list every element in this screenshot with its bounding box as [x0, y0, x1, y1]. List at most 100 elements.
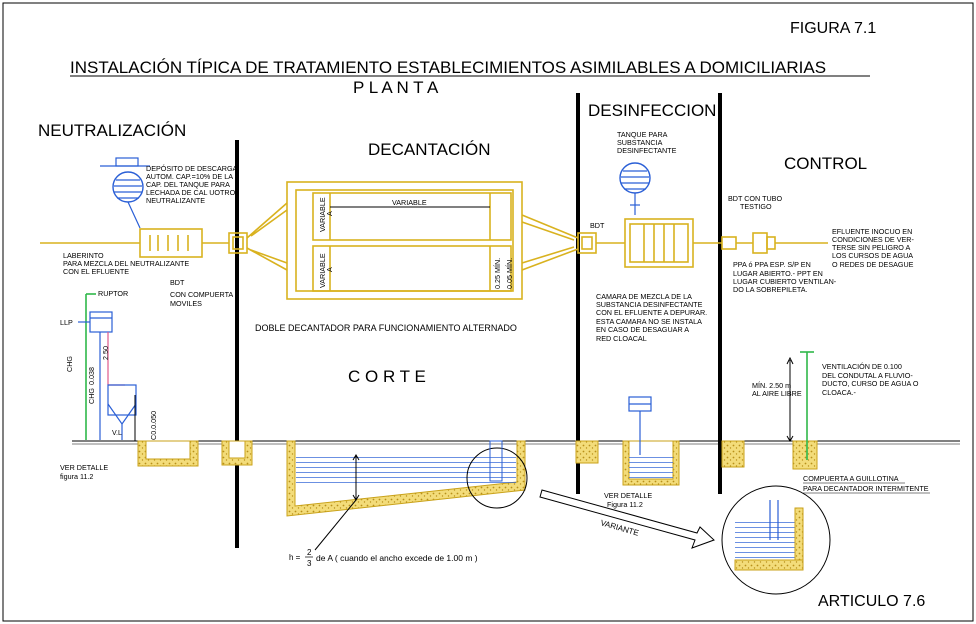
- svg-text:LECHADA DE CAL UOTRO: LECHADA DE CAL UOTRO: [146, 188, 236, 197]
- svg-text:CAMARA DE MEZCLA DE LA: CAMARA DE MEZCLA DE LA: [596, 292, 692, 301]
- a1-label: A: [325, 211, 334, 216]
- svg-text:PPA ó PPA ESP. S/P EN: PPA ó PPA ESP. S/P EN: [733, 260, 811, 269]
- svg-text:h =: h =: [289, 553, 301, 562]
- variable-top-label: VARIABLE: [392, 198, 427, 207]
- chg-label-1: CHG: [65, 356, 74, 372]
- compuerta-note: COMPUERTA A GUILLOTINA PARA DECANTADOR I…: [803, 474, 930, 494]
- svg-text:DESINFECTANTE: DESINFECTANTE: [617, 146, 677, 155]
- min-025-label: 0.25 MÍN.: [493, 258, 502, 289]
- svg-text:DEPÓSITO DE DESCARGA: DEPÓSITO DE DESCARGA: [146, 164, 238, 173]
- section-control: CONTROL: [784, 154, 867, 173]
- svg-text:AUTOM. CAP.=10% DE LA: AUTOM. CAP.=10% DE LA: [146, 172, 233, 181]
- dim-250-label: 2.50: [101, 346, 110, 360]
- svg-text:de A ( cuando el ancho excede: de A ( cuando el ancho excede de 1.00 m …: [316, 553, 478, 563]
- svg-text:VER DETALLE: VER DETALLE: [604, 491, 652, 500]
- svg-text:TERSE SIN PELIGRO A: TERSE SIN PELIGRO A: [832, 243, 910, 252]
- bdt-box-1: [228, 232, 248, 254]
- section-desinfeccion: DESINFECCION: [588, 101, 716, 120]
- svg-text:RED CLOACAL: RED CLOACAL: [596, 334, 647, 343]
- chg-label-2: CHG: [87, 388, 96, 404]
- vl-label: V.L: [112, 430, 122, 437]
- mixing-chamber: [624, 218, 694, 268]
- deposito-note: DEPÓSITO DE DESCARGA AUTOM. CAP.=10% DE …: [146, 164, 238, 205]
- svg-text:SUBSTANCIA: SUBSTANCIA: [617, 138, 663, 147]
- svg-text:CON EL EFLUENTE A DEPURAR.: CON EL EFLUENTE A DEPURAR.: [596, 308, 707, 317]
- svg-text:PARA DECANTADOR INTERMITENTE: PARA DECANTADOR INTERMITENTE: [803, 484, 929, 493]
- svg-text:CON COMPUERTA: CON COMPUERTA: [170, 290, 233, 299]
- svg-text:DEL CONDUTAL A FLUVIO-: DEL CONDUTAL A FLUVIO-: [822, 371, 913, 380]
- svg-text:O REDES DE DESAGUE: O REDES DE DESAGUE: [832, 260, 914, 269]
- decanter-frame: [286, 181, 523, 300]
- section-neutralizacion: NEUTRALIZACIÓN: [38, 121, 186, 140]
- section-decantacion: DECANTACIÓN: [368, 140, 490, 159]
- svg-text:ESTA CAMARA NO SE INSTALA: ESTA CAMARA NO SE INSTALA: [596, 317, 702, 326]
- svg-text:BDT CON TUBO: BDT CON TUBO: [728, 194, 782, 203]
- svg-text:3: 3: [307, 559, 312, 568]
- figure-number: FIGURA 7.1: [790, 20, 876, 37]
- ventilacion-note: VENTILACIÓN DE 0.100 DEL CONDUTAL A FLUV…: [822, 362, 919, 397]
- llp-label: LLP: [60, 318, 73, 327]
- svg-text:PARA MEZCLA DEL NEUTRALIZANTE: PARA MEZCLA DEL NEUTRALIZANTE: [63, 259, 189, 268]
- svg-text:VENTILACIÓN DE 0.100: VENTILACIÓN DE 0.100: [822, 362, 902, 371]
- variable-v1-label: VARIABLE: [318, 197, 327, 232]
- camara-note: CAMARA DE MEZCLA DE LA SUBSTANCIA DESINF…: [596, 292, 707, 343]
- svg-text:Figura 11.2: Figura 11.2: [607, 500, 643, 509]
- svg-text:LABERINTO: LABERINTO: [63, 251, 104, 260]
- ppa-note: PPA ó PPA ESP. S/P EN LUGAR ABIERTO.- PP…: [733, 260, 837, 294]
- planta-heading: P L A N T A: [353, 78, 439, 97]
- svg-text:CAP. DEL TANQUE PARA: CAP. DEL TANQUE PARA: [146, 180, 230, 189]
- svg-text:CLOACA.-: CLOACA.-: [822, 388, 857, 397]
- svg-text:DUCTO, CURSO DE AGUA O: DUCTO, CURSO DE AGUA O: [822, 379, 919, 388]
- ver-detalle-left: VER DETALLE figura 11.2: [60, 463, 108, 481]
- svg-text:LOS CURSOS DE AGUA: LOS CURSOS DE AGUA: [832, 251, 913, 260]
- bdt-box-2: [577, 232, 597, 254]
- control-pit: [721, 440, 745, 468]
- svg-text:COMPUERTA A GUILLOTINA: COMPUERTA A GUILLOTINA: [803, 474, 899, 483]
- dim-c0050-label: C0.0.050: [149, 411, 158, 440]
- formula-h: h = 2 3 de A ( cuando el ancho excede de…: [289, 548, 478, 568]
- svg-text:DO LA SOBREPILETA.: DO LA SOBREPILETA.: [733, 285, 808, 294]
- svg-text:LUGAR CUBIERTO VENTILAN-: LUGAR CUBIERTO VENTILAN-: [733, 277, 837, 286]
- detail-circle: [466, 447, 528, 509]
- svg-text:figura 11.2: figura 11.2: [60, 472, 93, 481]
- decanter-1: [312, 192, 512, 241]
- svg-text:2: 2: [307, 548, 312, 557]
- tanque-note: TANQUE PARA SUBSTANCIA DESINFECTANTE: [617, 130, 677, 155]
- decanter-water: [296, 455, 516, 485]
- min-aire-note: MÍN. 2.50 m AL AIRE LIBRE: [752, 381, 802, 398]
- svg-text:EN CASO DE DESAGUAR A: EN CASO DE DESAGUAR A: [596, 325, 689, 334]
- svg-text:MÍN. 2.50 m: MÍN. 2.50 m: [752, 381, 791, 390]
- svg-text:TESTIGO: TESTIGO: [740, 202, 772, 211]
- main-title: INSTALACIÓN TÍPICA DE TRATAMIENTO ESTABL…: [70, 58, 826, 77]
- bdt-desinfeccion-label: BDT: [590, 221, 605, 230]
- efluente-note: EFLUENTE INOCUO EN CONDICIONES DE VER- T…: [832, 227, 914, 269]
- min-005-label: 0.05 MÍN.: [505, 258, 514, 289]
- svg-text:NEUTRALIZANTE: NEUTRALIZANTE: [146, 196, 205, 205]
- ruptor-label: RUPTOR: [98, 289, 128, 298]
- svg-text:BDT: BDT: [170, 278, 185, 287]
- laberinto-note: LABERINTO PARA MEZCLA DEL NEUTRALIZANTE …: [63, 251, 189, 276]
- svg-text:VER DETALLE: VER DETALLE: [60, 463, 108, 472]
- corte-heading: C O R T E: [348, 367, 426, 386]
- ver-detalle-mid: VER DETALLE Figura 11.2: [604, 491, 652, 509]
- disinfectant-tank-icon: [619, 162, 651, 215]
- variable-v2-label: VARIABLE: [318, 253, 327, 288]
- dim-0038-label: 0.038: [87, 367, 96, 385]
- bdt-compuerta-note: BDT CON COMPUERTA MOVILES: [170, 278, 233, 308]
- svg-text:SUBSTANCIA DESINFECTANTE: SUBSTANCIA DESINFECTANTE: [596, 300, 703, 309]
- decanter-section: [286, 440, 526, 517]
- neutralizer-tank-icon: [100, 157, 150, 229]
- a2-label: A: [325, 267, 334, 272]
- svg-text:CON EL EFLUENTE: CON EL EFLUENTE: [63, 267, 129, 276]
- svg-text:AL AIRE LIBRE: AL AIRE LIBRE: [752, 389, 802, 398]
- branch-pipes: [246, 202, 288, 271]
- bdt-pit-2: [575, 440, 599, 464]
- variante-arrow: [539, 489, 715, 549]
- svg-text:MOVILES: MOVILES: [170, 299, 202, 308]
- guillotine-pit: [792, 440, 818, 470]
- bdt-testigo-box: [721, 236, 737, 250]
- doble-decantador-label: DOBLE DECANTADOR PARA FUNCIONAMIENTO ALT…: [255, 323, 517, 333]
- svg-text:EFLUENTE INOCUO EN: EFLUENTE INOCUO EN: [832, 227, 912, 236]
- article-label: ARTICULO 7.6: [818, 593, 925, 610]
